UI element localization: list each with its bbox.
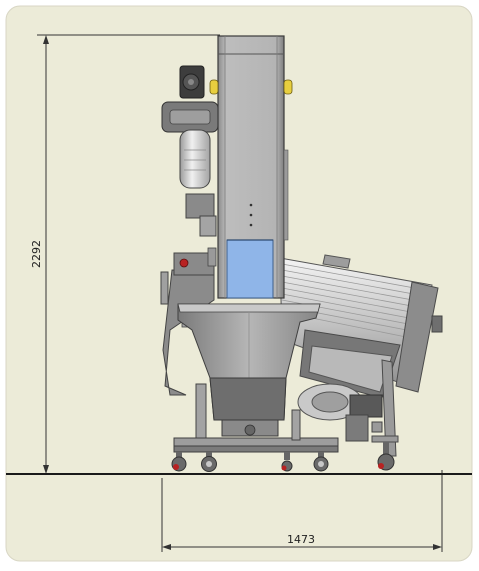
base-frame [173, 383, 339, 453]
caster-wheel [313, 452, 329, 472]
width-dimension-label: 1473 [287, 533, 315, 546]
width-dimension [161, 470, 443, 552]
caster-wheel [377, 442, 395, 471]
drive-motor [161, 65, 219, 267]
rear-frame [371, 359, 399, 457]
feeder-box [160, 252, 215, 396]
caster-wheel [281, 452, 293, 472]
height-dimension-label: 2292 [30, 240, 43, 268]
conveyor-tower [209, 35, 293, 299]
caster-wheel [171, 452, 187, 472]
sight-glass-window [226, 239, 274, 299]
caster-wheel [201, 452, 217, 472]
discharge-chute [297, 329, 401, 442]
hopper [177, 303, 321, 437]
height-dimension [37, 34, 220, 474]
